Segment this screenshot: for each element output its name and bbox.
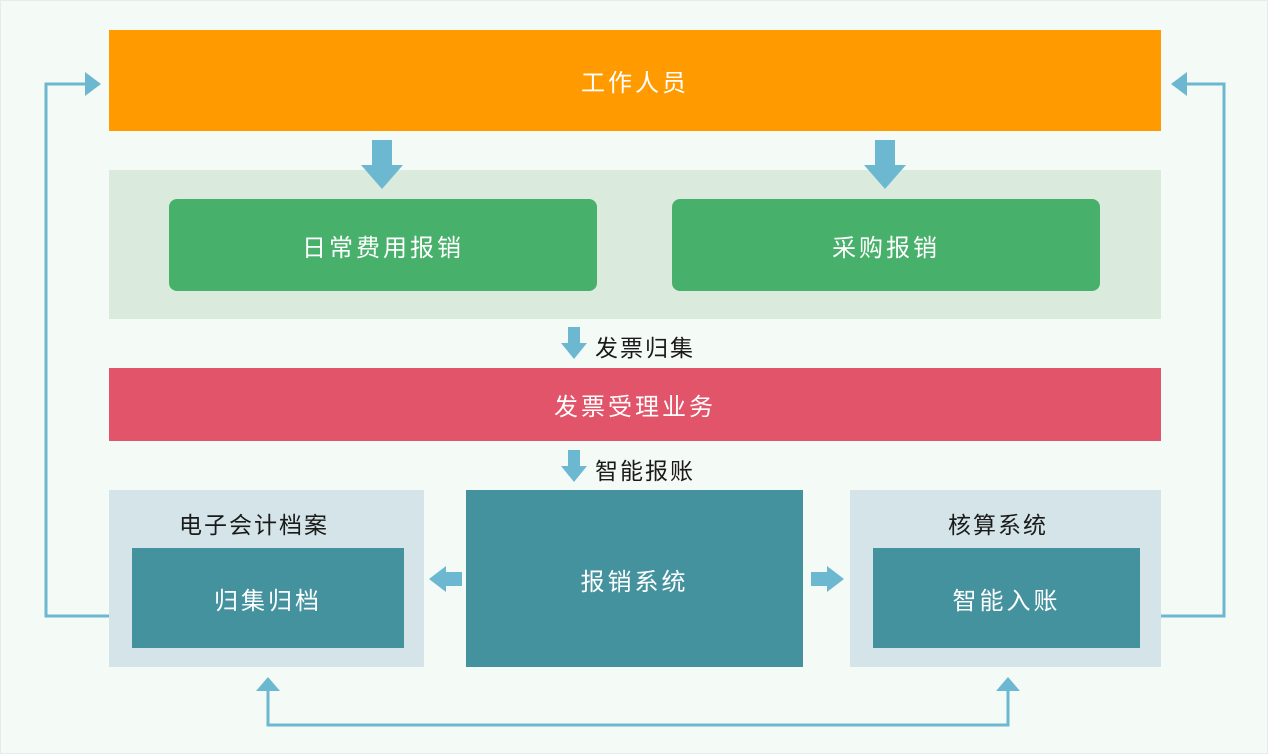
left-feedback-arrowhead [85, 72, 101, 96]
invoice-collect-arrow [561, 327, 587, 359]
bottom-arrowhead-right [996, 677, 1020, 691]
bottom-connector-line [266, 689, 1010, 727]
right-feedback-arrowhead [1171, 72, 1187, 96]
to-accounting-arrow [811, 566, 844, 592]
right-feedback-line [1161, 82, 1226, 618]
staff-box: 工作人员 [109, 30, 1161, 131]
reimburse-system-label: 报销系统 [580, 568, 689, 596]
accounting-inner-label: 智能入账 [952, 586, 1061, 615]
smart-reimburse-arrow [561, 450, 587, 482]
purchase-reimbursement-box: 采购报销 [672, 199, 1100, 291]
daily-expense-reimbursement-box: 日常费用报销 [169, 199, 597, 291]
reimburse-system-box: 报销系统 [466, 490, 803, 667]
daily-expense-label: 日常费用报销 [302, 233, 464, 262]
archive-title: 电子会计档案 [179, 513, 329, 539]
smart-reimburse-label: 智能报账 [595, 459, 695, 485]
accounting-inner-box: 智能入账 [873, 548, 1140, 648]
accounting-title: 核算系统 [948, 513, 1048, 539]
archive-inner-label: 归集归档 [214, 586, 322, 615]
bottom-arrowhead-left [256, 677, 280, 691]
to-archive-arrow [429, 566, 462, 592]
archive-inner-box: 归集归档 [132, 548, 404, 648]
invoice-collect-label: 发票归集 [595, 336, 695, 362]
purchase-label: 采购报销 [832, 233, 940, 262]
down-arrow-left [361, 140, 403, 189]
staff-label: 工作人员 [581, 69, 689, 97]
left-feedback-line [44, 82, 109, 618]
invoice-service-label: 发票受理业务 [554, 393, 716, 421]
down-arrow-right [864, 140, 906, 189]
invoice-service-box: 发票受理业务 [109, 368, 1161, 441]
